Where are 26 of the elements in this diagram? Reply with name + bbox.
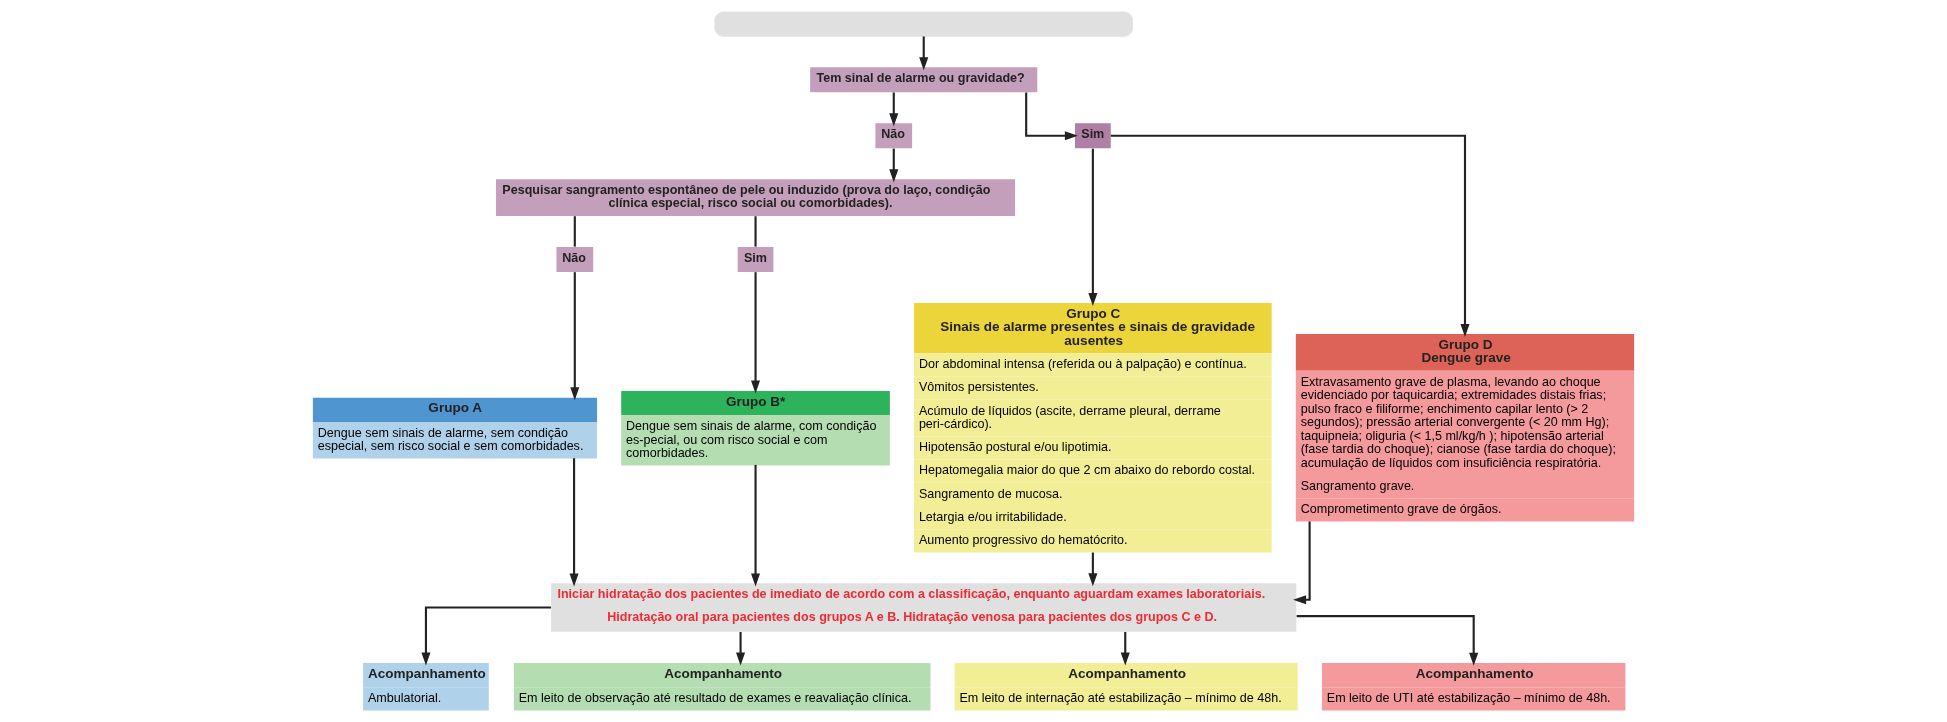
node-box: Sim — [737, 246, 774, 273]
node-box: Sim — [1075, 123, 1111, 149]
node-box: Não — [875, 123, 913, 149]
arrow — [889, 92, 899, 127]
arrow — [1110, 134, 1470, 337]
connector — [754, 216, 757, 247]
arrow — [889, 148, 899, 183]
arrow — [421, 606, 551, 666]
arrow — [751, 272, 761, 394]
arrow — [919, 36, 929, 71]
arrow — [1088, 148, 1098, 306]
arrow — [569, 458, 579, 587]
arrow — [1025, 92, 1078, 141]
node-box — [714, 11, 1133, 37]
node-box: Pesquisar sangramento espontâneo de pele ou induzido (prova do laço, condição clínica especial, risco social ou comorbidades). — [496, 179, 1016, 216]
node-box: Iniciar hidratação dos pacientes de imediato de acordo com a classificação, enquanto aguardam exames laboratoriais. Hidratação oral para pacientes dos grupos A e B. Hidratação venosa para pacientes dos grupos C e D. — [551, 583, 1297, 632]
node-box: Tem sinal de alarme ou gravidade? — [810, 67, 1038, 93]
node-box: Não — [556, 246, 594, 273]
arrow — [570, 272, 580, 401]
arrow — [1293, 521, 1311, 605]
arrow — [1120, 631, 1130, 666]
arrow — [751, 464, 761, 587]
arrow — [1296, 615, 1479, 666]
arrow — [736, 631, 746, 666]
arrow — [1088, 552, 1098, 587]
connector — [573, 216, 576, 247]
